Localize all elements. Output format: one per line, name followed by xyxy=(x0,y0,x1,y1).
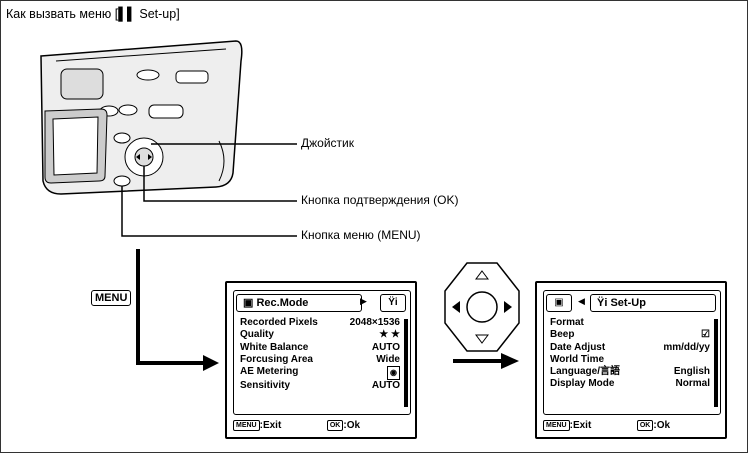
camera-icon: ▣ xyxy=(554,297,564,308)
metering-icon: ◉ xyxy=(387,366,400,381)
menu-key-badge: MENU xyxy=(91,288,132,306)
arrow-right-icon: ▶ xyxy=(360,296,367,306)
camera-icon: ▣ xyxy=(243,297,254,309)
list-item[interactable]: Quality★ ★ xyxy=(240,329,400,341)
scrollbar[interactable] xyxy=(404,319,408,407)
tab-rec-mode[interactable]: ▣ Rec.Mode xyxy=(236,294,362,312)
callout-joystick: Джойстик xyxy=(301,136,354,150)
tab-setup[interactable]: Ÿi xyxy=(380,294,406,312)
checkbox-icon[interactable]: ☑ xyxy=(701,329,710,341)
list-item[interactable]: World Time xyxy=(550,353,605,365)
scrollbar[interactable] xyxy=(714,319,718,407)
tab-rec-mode[interactable]: ▣ xyxy=(546,294,572,312)
callout-ok-button: Кнопка подтверждения (OK) xyxy=(301,193,459,207)
callout-menu-button: Кнопка меню (MENU) xyxy=(301,228,421,242)
list-item[interactable]: Beep☑ xyxy=(550,329,710,341)
wrench-icon: Ÿi xyxy=(597,297,608,309)
list-item[interactable]: AE Metering◉ xyxy=(240,366,400,381)
wrench-icon: Ÿi xyxy=(388,297,398,308)
arrow-left-icon: ◀ xyxy=(578,296,585,306)
page-title: Как вызвать меню [▌▌ Set-up] xyxy=(6,7,180,21)
list-item[interactable]: Format xyxy=(550,317,584,328)
screen-footer: MENU:Exit OK:Ok xyxy=(543,420,719,431)
tab-setup[interactable]: Ÿi Set-Up xyxy=(590,294,716,312)
screen-footer: MENU:Exit OK:Ok xyxy=(233,420,409,431)
